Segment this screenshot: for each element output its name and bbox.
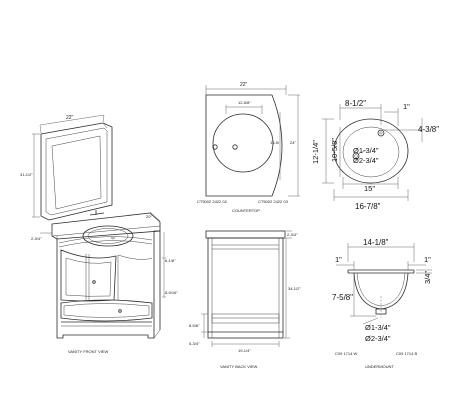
- bowl-overflow-dim: Ø2-3/4": [353, 156, 379, 165]
- front-mirror-width-dim: 22": [66, 115, 74, 121]
- front-lower-dim: 8-9/16": [165, 290, 178, 295]
- countertop-title: COUNTERTOP: [232, 208, 260, 213]
- vanity-back-view: 2-3/4" 34-1/2" 8-5/8" 5-3/4" 19-1/4" VAN…: [189, 230, 301, 369]
- countertop-depth-dim: 24": [290, 140, 296, 145]
- undermount-title: UNDERMOUNT: [365, 364, 394, 369]
- bowl-inner-width-dim: 15": [364, 184, 375, 193]
- undermount-view: 14-1/8" 1" 1" 7-5/8" 3/4" Ø1-3/4" Ø2-3/4…: [332, 238, 432, 369]
- mirror: [40, 122, 113, 221]
- countertop-width-dim: 22": [240, 82, 248, 88]
- bowl-right-top-dim: 1": [403, 102, 410, 111]
- bowl-right-dim: 4-3/8": [418, 125, 439, 134]
- bowl-drain-dim: Ø1-3/4": [353, 146, 379, 155]
- undermount-depth-dim: 7-5/8": [332, 293, 353, 302]
- back-width-dim: 19-1/4": [238, 348, 251, 353]
- back-height-dim: 34-1/2": [288, 286, 301, 291]
- bowl-inner-height-dim: 10-5/8": [330, 138, 339, 162]
- undermount-overflow-dim: Ø2-3/4": [365, 334, 391, 343]
- bowl-height-dim: 12-1/4": [311, 140, 320, 164]
- front-depth-dim: 20": [146, 214, 152, 219]
- bowl-plan-view: 8-1/2" 1" 4-3/8" 12-1/4" 10-5/8" Ø1-3/4"…: [311, 99, 439, 211]
- front-view-title: VANITY FRONT VIEW: [68, 349, 108, 354]
- countertop-bowl-width-dim: 12-5/8": [238, 100, 251, 105]
- cabinet-front: [56, 230, 161, 339]
- countertop-bowl-depth-dim: 15-5/: [270, 140, 280, 145]
- front-mirror-height-dim: 31-1/2": [20, 172, 33, 177]
- undermount-right-dim: 1": [424, 255, 431, 264]
- back-view-title: VANITY BACK VIEW: [220, 364, 258, 369]
- countertop-view: 22" 12-5/8" 15-5/ 24" CT5002 2422 02 CT5…: [197, 82, 300, 213]
- undermount-side-dim: 3/4": [423, 271, 432, 284]
- undermount-model-left: C09 1714 W: [335, 351, 357, 356]
- back-shelf-dim: 8-5/8": [189, 323, 200, 328]
- front-top-offset-dim: 2-3/4": [31, 236, 42, 241]
- countertop-model-right: CT5002 2422 03: [258, 199, 289, 204]
- bowl-width-dim: 16-7/8": [355, 202, 381, 211]
- back-base-dim: 5-3/4": [189, 341, 200, 346]
- front-upper-dim: 6-1/8": [165, 258, 176, 263]
- undermount-model-right: C09 1714 B: [396, 351, 417, 356]
- countertop-model-left: CT5002 2422 02: [197, 199, 228, 204]
- vanity-front-view: 22" 31-1/2" 20" 2-3/4": [20, 114, 178, 354]
- undermount-left-dim: 1": [335, 255, 342, 264]
- back-top-dim: 2-3/4": [287, 232, 298, 237]
- undermount-drain-dim: Ø1-3/4": [365, 323, 391, 332]
- undermount-width-dim: 14-1/8": [363, 238, 389, 247]
- bowl-top-dim: 8-1/2": [345, 99, 366, 108]
